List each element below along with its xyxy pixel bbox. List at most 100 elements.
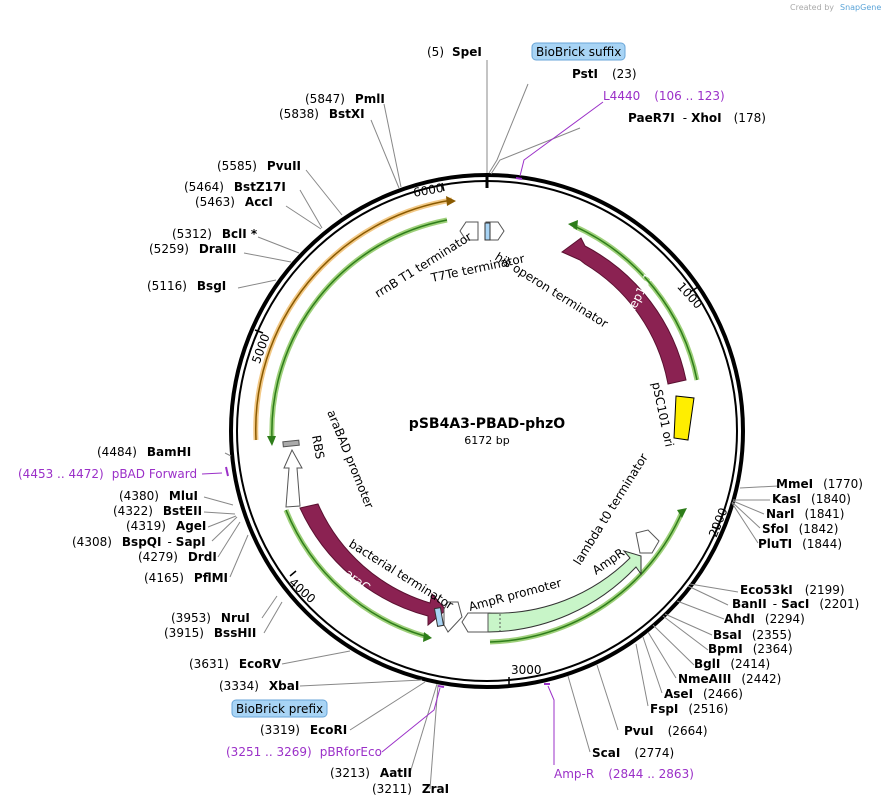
enzyme-labels-right: (5) SpeI PstI (23) PaeR7I-XhoI (178) MmeI(1… <box>427 45 863 760</box>
enzyme-spei-name: SpeI <box>452 45 482 59</box>
primer-l4440-label[interactable]: L4440(106 .. 123) <box>603 89 725 103</box>
arabad-promoter-arrow[interactable] <box>283 448 303 508</box>
green-arc-left <box>271 219 448 441</box>
primer-l4440-mark <box>515 177 523 180</box>
enzyme-paer7i-xhoi[interactable]: PaeR7I-XhoI (178) <box>628 111 766 125</box>
rep101-feature[interactable] <box>561 237 687 385</box>
tick-marks <box>254 182 721 685</box>
enzyme-bpmi[interactable]: BpmI(2364) <box>708 642 793 656</box>
primer-markers <box>201 101 604 765</box>
enzyme-bstz17i[interactable]: (5464)BstZ17I <box>184 180 286 194</box>
plasmid-name: pSB4A3-PBAD-phzO <box>409 416 565 432</box>
enzyme-acci[interactable]: (5463)AccI <box>195 195 273 209</box>
enzyme-bsgi[interactable]: (5116)BsgI <box>147 279 226 293</box>
enzyme-paer7i-site: (178) <box>734 111 766 125</box>
enzyme-eco53ki[interactable]: Eco53kI(2199) <box>740 583 845 597</box>
enzyme-pvui[interactable]: PvuI(2664) <box>624 724 708 738</box>
biobrick-suffix-badge[interactable] <box>531 42 626 61</box>
enzyme-fspi[interactable]: FspI(2516) <box>650 702 728 716</box>
enzyme-psti[interactable]: PstI (23) <box>572 67 637 81</box>
psc101-ori-label: pSC101 ori <box>649 381 676 448</box>
enzyme-bgli[interactable]: BglI(2414) <box>694 657 770 671</box>
primer-pbrforeco-leader <box>381 687 441 753</box>
tick-label-4000: 4000 <box>286 575 318 606</box>
enzyme-nmeaiii[interactable]: NmeAIII(2442) <box>678 672 781 686</box>
orange-arc-halo <box>253 197 453 441</box>
enzyme-kasi[interactable]: KasI(1840) <box>772 492 851 506</box>
enzyme-pluti[interactable]: PluTI(1844) <box>758 537 842 551</box>
enzyme-paer7i-sep: - <box>683 111 687 125</box>
enzyme-bspqi-sapi[interactable]: (4308)BspQI-SapI <box>72 535 206 549</box>
tick-2000 <box>711 526 721 530</box>
green-arc-left-arrowhead <box>267 436 276 446</box>
tick-5000 <box>254 329 264 334</box>
bacterial-terminator-arrow[interactable] <box>443 601 463 633</box>
enzyme-nari[interactable]: NarI(1841) <box>766 507 844 521</box>
enzyme-bamhi[interactable]: (4484)BamHI <box>97 445 191 459</box>
ampr-promoter-arrow[interactable] <box>461 612 489 633</box>
primer-pbrforeco-mark <box>437 685 445 688</box>
primer-labels: L4440(106 .. 123) (4453 .. 4472)pBAD For… <box>18 89 725 781</box>
enzyme-bcli[interactable]: (5312)BclI * <box>172 227 258 241</box>
enzyme-spei-site: (5) <box>427 45 444 59</box>
enzyme-asei[interactable]: AseI(2466) <box>664 687 743 701</box>
primer-amp-r-label[interactable]: Amp-R(2844 .. 2863) <box>554 767 694 781</box>
enzyme-agei[interactable]: (4319)AgeI <box>126 519 206 533</box>
tick-label-6000: 6000 <box>412 181 445 200</box>
primer-pbad-leader <box>201 472 223 475</box>
tick-6000 <box>441 182 445 192</box>
rbs-feature[interactable] <box>282 439 300 448</box>
enzyme-aatii[interactable]: (3213)AatII <box>330 766 412 780</box>
biobrick-suffix-box <box>484 222 491 241</box>
enzyme-scai[interactable]: ScaI(2774) <box>592 746 674 760</box>
orange-arc <box>255 199 453 441</box>
enzyme-bsshii[interactable]: (3915)BssHII <box>164 626 256 640</box>
enzyme-labels-left: (5847)PmlI (5838)BstXI (5585)PvuII (5464… <box>72 92 449 796</box>
green-arc-arac <box>285 509 429 638</box>
enzyme-irui[interactable]: (3953)NruI <box>171 611 250 625</box>
enzyme-ecori[interactable]: (3319)EcoRI <box>260 723 347 737</box>
psc101-ori-feature[interactable] <box>673 395 695 441</box>
enzyme-draiii[interactable]: (5259)DraIII <box>149 242 236 256</box>
primer-pbad-forward-label[interactable]: (4453 .. 4472)pBAD Forward <box>18 467 197 481</box>
primer-ampr-leader <box>547 685 555 765</box>
t7te-terminator-arrow[interactable] <box>459 221 479 241</box>
enzyme-xhoi-name: XhoI <box>691 111 722 125</box>
credit-prefix: Created by <box>790 3 834 12</box>
enzyme-psti-name: PstI <box>572 67 598 81</box>
enzyme-sfoi[interactable]: SfoI(1842) <box>762 522 838 536</box>
tick-1000 <box>689 286 699 293</box>
enzyme-zrai[interactable]: (3211)ZraI <box>372 782 449 796</box>
biobrick-prefix-text: BioBrick prefix <box>236 702 323 716</box>
lambda-t0-terminator-arrow[interactable] <box>635 529 660 554</box>
biobrick-prefix-box <box>433 607 445 627</box>
enzyme-xbai[interactable]: (3334)XbaI <box>219 679 299 693</box>
enzyme-bsai[interactable]: BsaI(2355) <box>713 628 792 642</box>
enzyme-paer7i-name: PaeR7I <box>628 111 675 125</box>
biobrick-prefix-badge[interactable] <box>231 699 328 718</box>
enzyme-bsteii[interactable]: (4322)BstEII <box>113 504 202 518</box>
enzyme-pvuii[interactable]: (5585)PvuII <box>217 159 301 173</box>
arabad-promoter-label: araBAD promoter <box>324 408 376 510</box>
green-arc-right-arrowhead <box>568 220 578 230</box>
enzyme-spei[interactable]: (5) SpeI <box>427 45 482 59</box>
tick-4000 <box>289 570 297 577</box>
enzyme-mlui[interactable]: (4380)MluI <box>119 489 198 503</box>
primer-pbrforeco-label[interactable]: (3251 .. 3269)pBRforEco <box>226 745 382 759</box>
ampr-feature[interactable] <box>487 550 642 633</box>
enzyme-drdi[interactable]: (4279)DrdI <box>138 550 217 564</box>
enzyme-banii-saci[interactable]: BanII-SacI(2201) <box>732 597 859 611</box>
enzyme-ahdi[interactable]: AhdI(2294) <box>724 612 805 626</box>
enzyme-ecorv[interactable]: (3631)EcoRV <box>189 657 282 671</box>
plasmid-size: 6172 bp <box>464 434 509 447</box>
rbs-label: RBS <box>309 434 327 460</box>
enzyme-leaders <box>203 60 779 790</box>
enzyme-pmli[interactable]: (5847)PmlI <box>305 92 385 106</box>
enzyme-psti-site: (23) <box>612 67 637 81</box>
primer-l4440-leader <box>519 101 604 177</box>
enzyme-pflmi[interactable]: (4165)PflMI <box>144 571 228 585</box>
green-arc-arac-arrowhead <box>423 632 432 642</box>
enzyme-mmei[interactable]: MmeI(1770) <box>776 477 863 491</box>
enzyme-bstxi[interactable]: (5838)BstXI <box>279 107 365 121</box>
